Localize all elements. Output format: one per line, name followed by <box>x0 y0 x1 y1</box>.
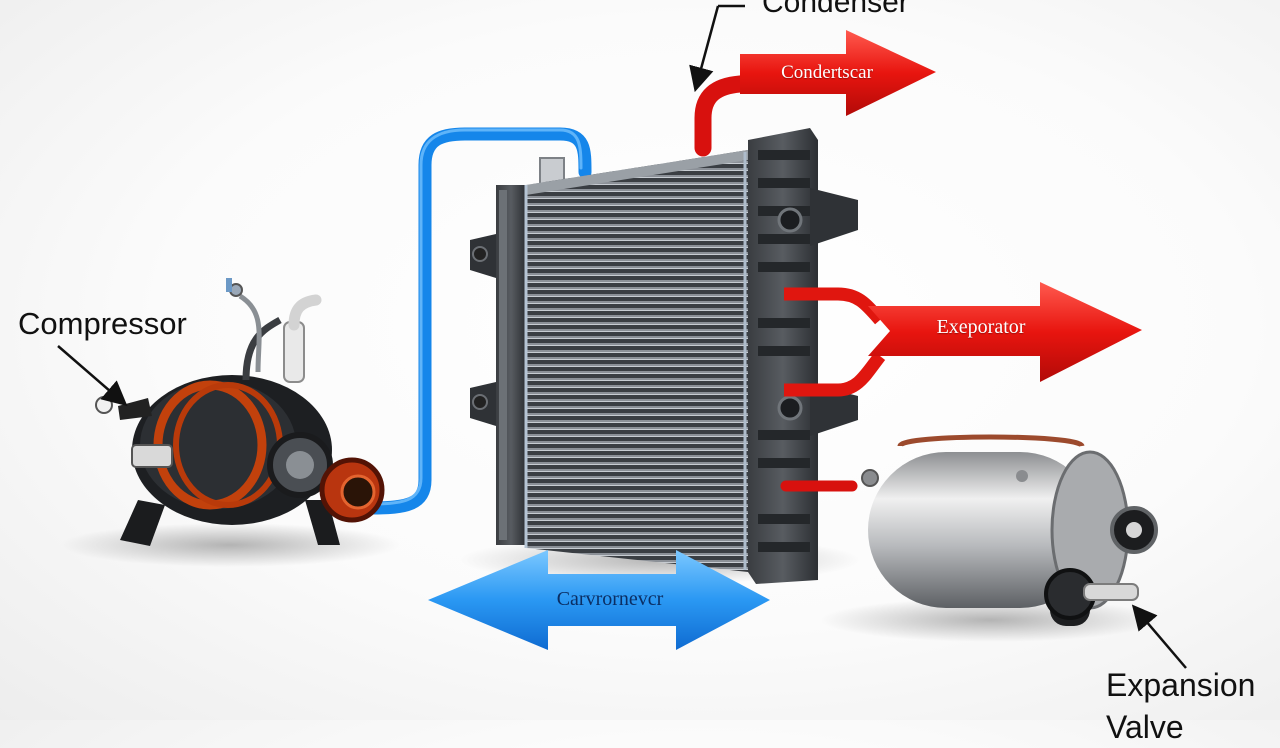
expansion-valve-label: Expansion Valve <box>1106 664 1255 748</box>
hot-line-to-evaporator-lower <box>784 352 886 397</box>
blue-arrow-text: Carvrornevcr <box>556 588 664 610</box>
expansion-valve-unit <box>861 434 1158 626</box>
hot-line-to-condenser <box>694 71 799 157</box>
condenser-arrow-text: Condertscar <box>781 62 873 83</box>
evaporator-arrow-text: Exeporator <box>936 316 1026 338</box>
condenser-label: Condenser <box>762 0 909 19</box>
hot-line-to-evaporator-upper <box>784 287 885 325</box>
compressor-unit <box>95 278 385 546</box>
compressor-leader-line <box>57 345 128 407</box>
expansion-valve-leader-line <box>1131 604 1187 669</box>
refrigeration-cycle-diagram <box>57 4 1187 669</box>
expansion-valve-label-line2: Valve <box>1106 709 1184 745</box>
condenser-unit <box>470 128 858 584</box>
blue-double-arrow <box>428 550 770 650</box>
expansion-valve-label-line1: Expansion <box>1106 667 1256 703</box>
compressor-label: Compressor <box>18 306 187 341</box>
condenser-arrow <box>740 30 936 116</box>
evaporator-arrow <box>868 282 1142 382</box>
